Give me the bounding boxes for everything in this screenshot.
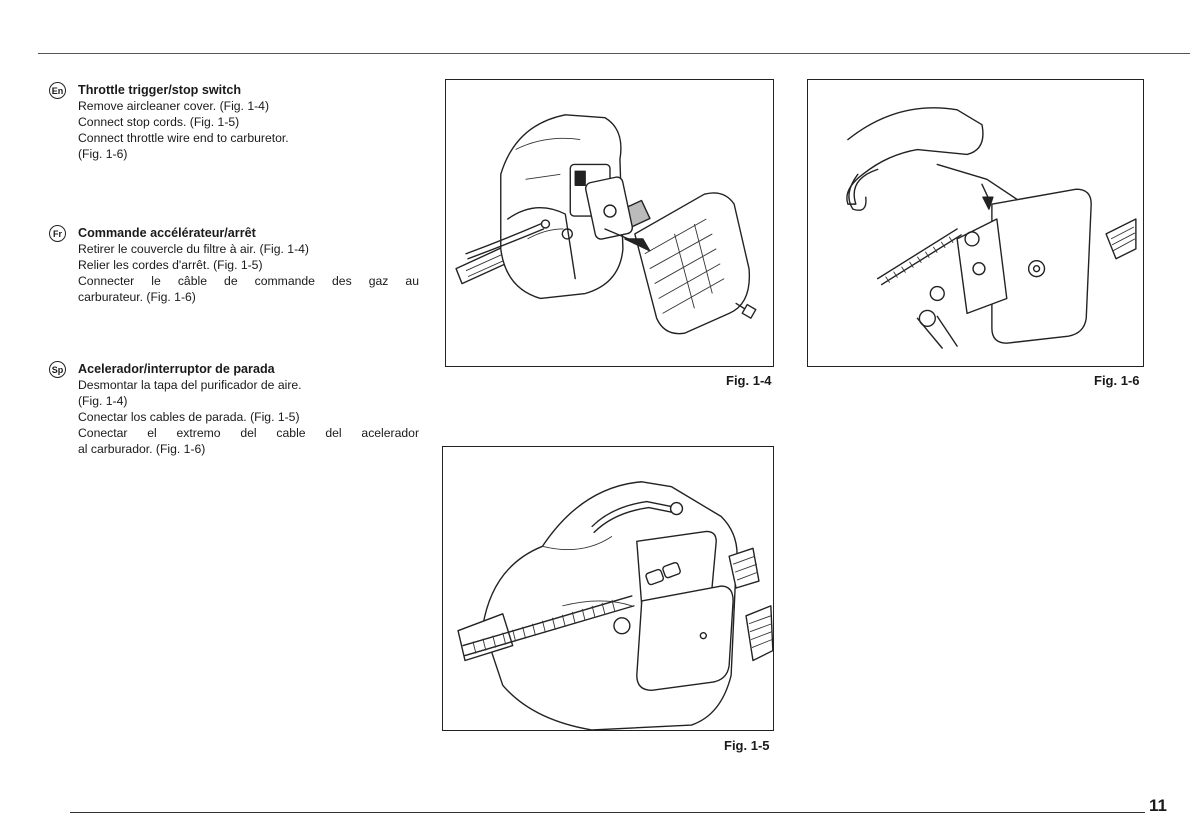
- instruction-line: Relier les cordes d'arrêt. (Fig. 1-5): [78, 258, 263, 272]
- instruction-line: Connect throttle wire end to carburetor.: [78, 131, 289, 145]
- instruction-line: Retirer le couvercle du filtre à air. (F…: [78, 242, 309, 256]
- figure-caption: Fig. 1-5: [724, 738, 770, 753]
- section-heading: Commande accélérateur/arrêt: [78, 226, 256, 240]
- instruction-line: Conectar los cables de parada. (Fig. 1-5…: [78, 410, 300, 424]
- instruction-line: (Fig. 1-6): [78, 147, 128, 161]
- language-badge-en: En: [49, 82, 66, 99]
- instruction-line: Connect stop cords. (Fig. 1-5): [78, 115, 240, 129]
- language-badge-sp: Sp: [49, 361, 66, 378]
- instruction-line: Desmontar la tapa del purificador de air…: [78, 378, 302, 392]
- instruction-line: al carburador. (Fig. 1-6): [78, 442, 206, 456]
- section-heading: Acelerador/interruptor de parada: [78, 362, 275, 376]
- section-heading: Throttle trigger/stop switch: [78, 83, 242, 97]
- section-spanish: Sp Acelerador/interruptor de parada Desm…: [49, 361, 419, 457]
- figure-1-5-stop-cords-illustration: [442, 446, 774, 731]
- figure-caption: Fig. 1-4: [726, 373, 772, 388]
- instruction-line: Conectar el extremo del cable del aceler…: [78, 426, 419, 440]
- instruction-line: Remove aircleaner cover. (Fig. 1-4): [78, 99, 270, 113]
- language-badge-fr: Fr: [49, 225, 66, 242]
- section-french: Fr Commande accélérateur/arrêt Retirer l…: [49, 225, 419, 305]
- figure-caption: Fig. 1-6: [1094, 373, 1140, 388]
- bottom-rule: [70, 812, 1145, 813]
- instruction-line: Connecter le câble de commande des gaz a…: [78, 274, 419, 288]
- top-rule: [38, 53, 1190, 54]
- figure-1-4-aircleaner-cover-illustration: [445, 79, 774, 367]
- instruction-line: carburateur. (Fig. 1-6): [78, 290, 196, 304]
- section-english: En Throttle trigger/stop switch Remove a…: [49, 82, 419, 162]
- page-number: 11: [1149, 796, 1167, 815]
- figure-1-6-throttle-wire-illustration: [807, 79, 1144, 367]
- instruction-line: (Fig. 1-4): [78, 394, 128, 408]
